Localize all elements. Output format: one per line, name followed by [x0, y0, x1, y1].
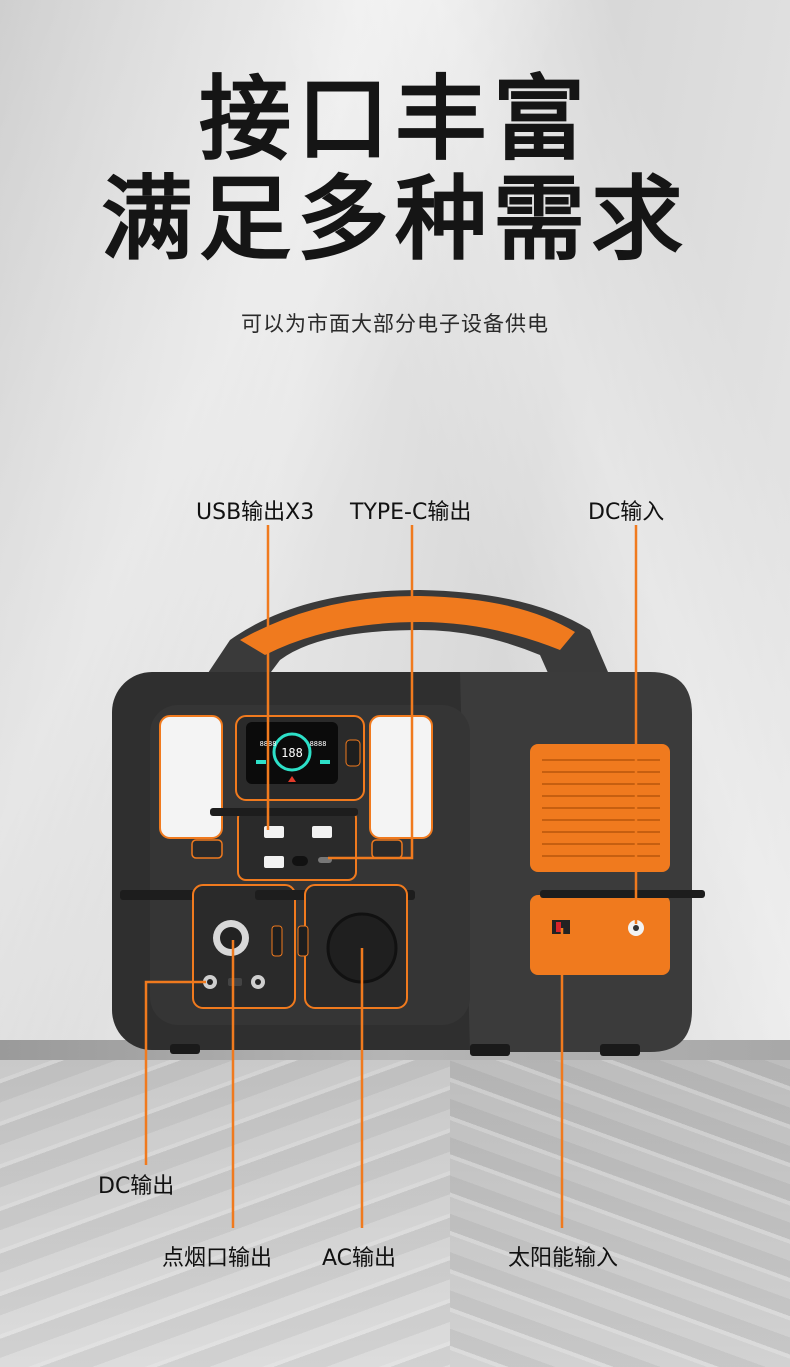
- label-solar-input: 太阳能输入: [508, 1246, 619, 1271]
- headline-line-2: 满足多种需求: [100, 166, 689, 273]
- label-cigarette-output: 点烟口输出: [162, 1246, 273, 1271]
- label-type-c-output: TYPE-C输出: [350, 500, 472, 525]
- type-c-callout-line: [328, 525, 414, 860]
- dc-out-callout-line: [144, 980, 206, 1165]
- headline-line-1: 接口丰富: [198, 66, 591, 173]
- subtitle: 可以为市面大部分电子设备供电: [241, 312, 549, 336]
- label-dc-input: DC输入: [588, 500, 665, 525]
- label-usb-output: USB输出X3: [196, 500, 315, 525]
- center-reading: 188: [281, 746, 303, 760]
- front-windows: [159, 715, 433, 859]
- pedestal-right-face: [450, 1060, 790, 1367]
- handle: [190, 590, 620, 700]
- label-dc-output: DC输出: [98, 1174, 175, 1199]
- lcd-display: 188 8888 8888: [235, 715, 365, 801]
- label-ac-output: AC输出: [322, 1246, 397, 1271]
- right-reading: 8888: [310, 740, 327, 748]
- callout-lines: [144, 525, 638, 1228]
- feet: [170, 1044, 640, 1056]
- pedestal-left-face: [0, 1060, 450, 1367]
